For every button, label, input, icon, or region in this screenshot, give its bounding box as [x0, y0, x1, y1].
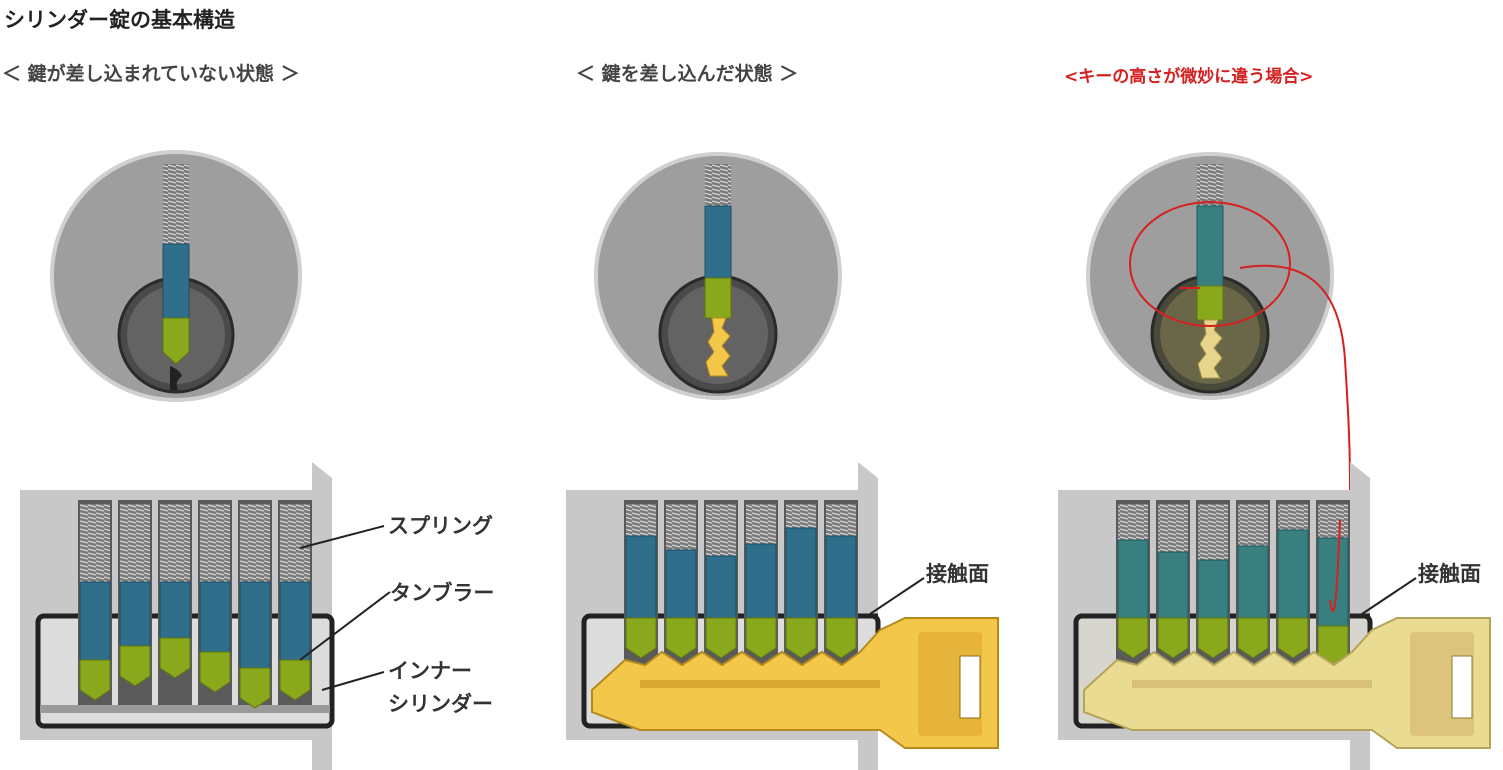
end-view-height-mismatch [1086, 152, 1351, 621]
label-contact-surface-2: 接触面 [926, 562, 989, 586]
tumbler-upper [665, 549, 697, 619]
end-view-key-inserted [594, 152, 842, 400]
spring [1158, 504, 1188, 552]
tumbler-lower [199, 651, 231, 693]
tumbler-lower [1157, 617, 1189, 659]
spring [746, 504, 776, 544]
tumbler-upper [825, 535, 857, 619]
pin-stack [784, 500, 818, 705]
spring [200, 504, 230, 582]
tumbler-lower [1197, 617, 1229, 659]
spring [120, 504, 150, 582]
pin-stack [744, 500, 778, 705]
tumbler-upper [785, 527, 817, 619]
leader-spring [299, 525, 385, 549]
pin-stack [78, 500, 112, 705]
tumbler-lower [79, 659, 111, 701]
spring [280, 504, 310, 582]
spring [1318, 504, 1348, 538]
spring [1198, 504, 1228, 560]
page-title: シリンダー錠の基本構造 [4, 8, 235, 32]
spring [786, 504, 816, 528]
side-view-height-mismatch [1058, 462, 1491, 770]
pin-stack [664, 500, 698, 705]
label-inner-cylinder-line1: インナー [388, 659, 472, 683]
tumbler-upper [1277, 529, 1309, 619]
caption-key-inserted: ＜ 鍵を差し込んだ状態 ＞ [576, 63, 799, 85]
tumbler-lower [119, 645, 151, 687]
pin-stack [118, 500, 152, 705]
tumbler-lower [239, 667, 271, 709]
tumbler-upper [705, 555, 737, 619]
tumbler-upper [119, 581, 151, 647]
label-inner-cylinder-line2: シリンダー [388, 692, 493, 716]
tumbler-lower [625, 617, 657, 659]
tumbler-lower [1237, 617, 1269, 659]
tumbler-lower [665, 617, 697, 659]
spring [80, 504, 110, 582]
pin-stack [278, 500, 312, 705]
tumbler-upper [745, 543, 777, 619]
tumbler-upper [1197, 559, 1229, 619]
pin-stack [158, 500, 192, 705]
spring [1278, 504, 1308, 530]
tumbler-lower [1277, 617, 1309, 659]
label-tumbler: タンブラー [390, 581, 495, 605]
pin-stack [198, 500, 232, 705]
spring [666, 504, 696, 550]
tumbler-upper [159, 581, 191, 639]
tumbler-upper [79, 581, 111, 661]
spring [160, 504, 190, 582]
pin-stack [238, 500, 272, 709]
tumbler-upper [1157, 551, 1189, 619]
tumbler-lower [825, 617, 857, 659]
caption-no-key: ＜ 鍵が差し込まれていない状態 ＞ [2, 63, 300, 85]
leader-tumbler [299, 591, 391, 661]
caption-height-mismatch: <キーの高さが微妙に違う場合> [1064, 67, 1314, 87]
label-contact-surface-3: 接触面 [1418, 562, 1481, 586]
tumbler-upper [1237, 545, 1269, 619]
tumbler-lower [279, 659, 311, 701]
tumbler-upper [279, 581, 311, 661]
spring [1118, 504, 1148, 540]
label-spring: スプリング [388, 514, 493, 538]
spring [240, 504, 270, 582]
end-view-no-key [50, 150, 302, 402]
tumbler-upper [1317, 537, 1349, 627]
tumbler-upper [1117, 539, 1149, 619]
spring [1238, 504, 1268, 546]
tumbler-lower [159, 637, 191, 679]
side-view-no-key [20, 462, 335, 770]
leader-inner-cylinder [321, 671, 385, 691]
tumbler-lower [1117, 617, 1149, 659]
tumbler-upper [199, 581, 231, 653]
tumbler-lower [705, 617, 737, 659]
spring [626, 504, 656, 536]
tumbler-lower [785, 617, 817, 659]
spring [826, 504, 856, 536]
pin-stack [1316, 500, 1350, 705]
tumbler-lower [745, 617, 777, 659]
spring [706, 504, 736, 556]
tumbler-upper [239, 581, 271, 669]
tumbler-upper [625, 535, 657, 619]
side-view-key-inserted [566, 462, 999, 770]
